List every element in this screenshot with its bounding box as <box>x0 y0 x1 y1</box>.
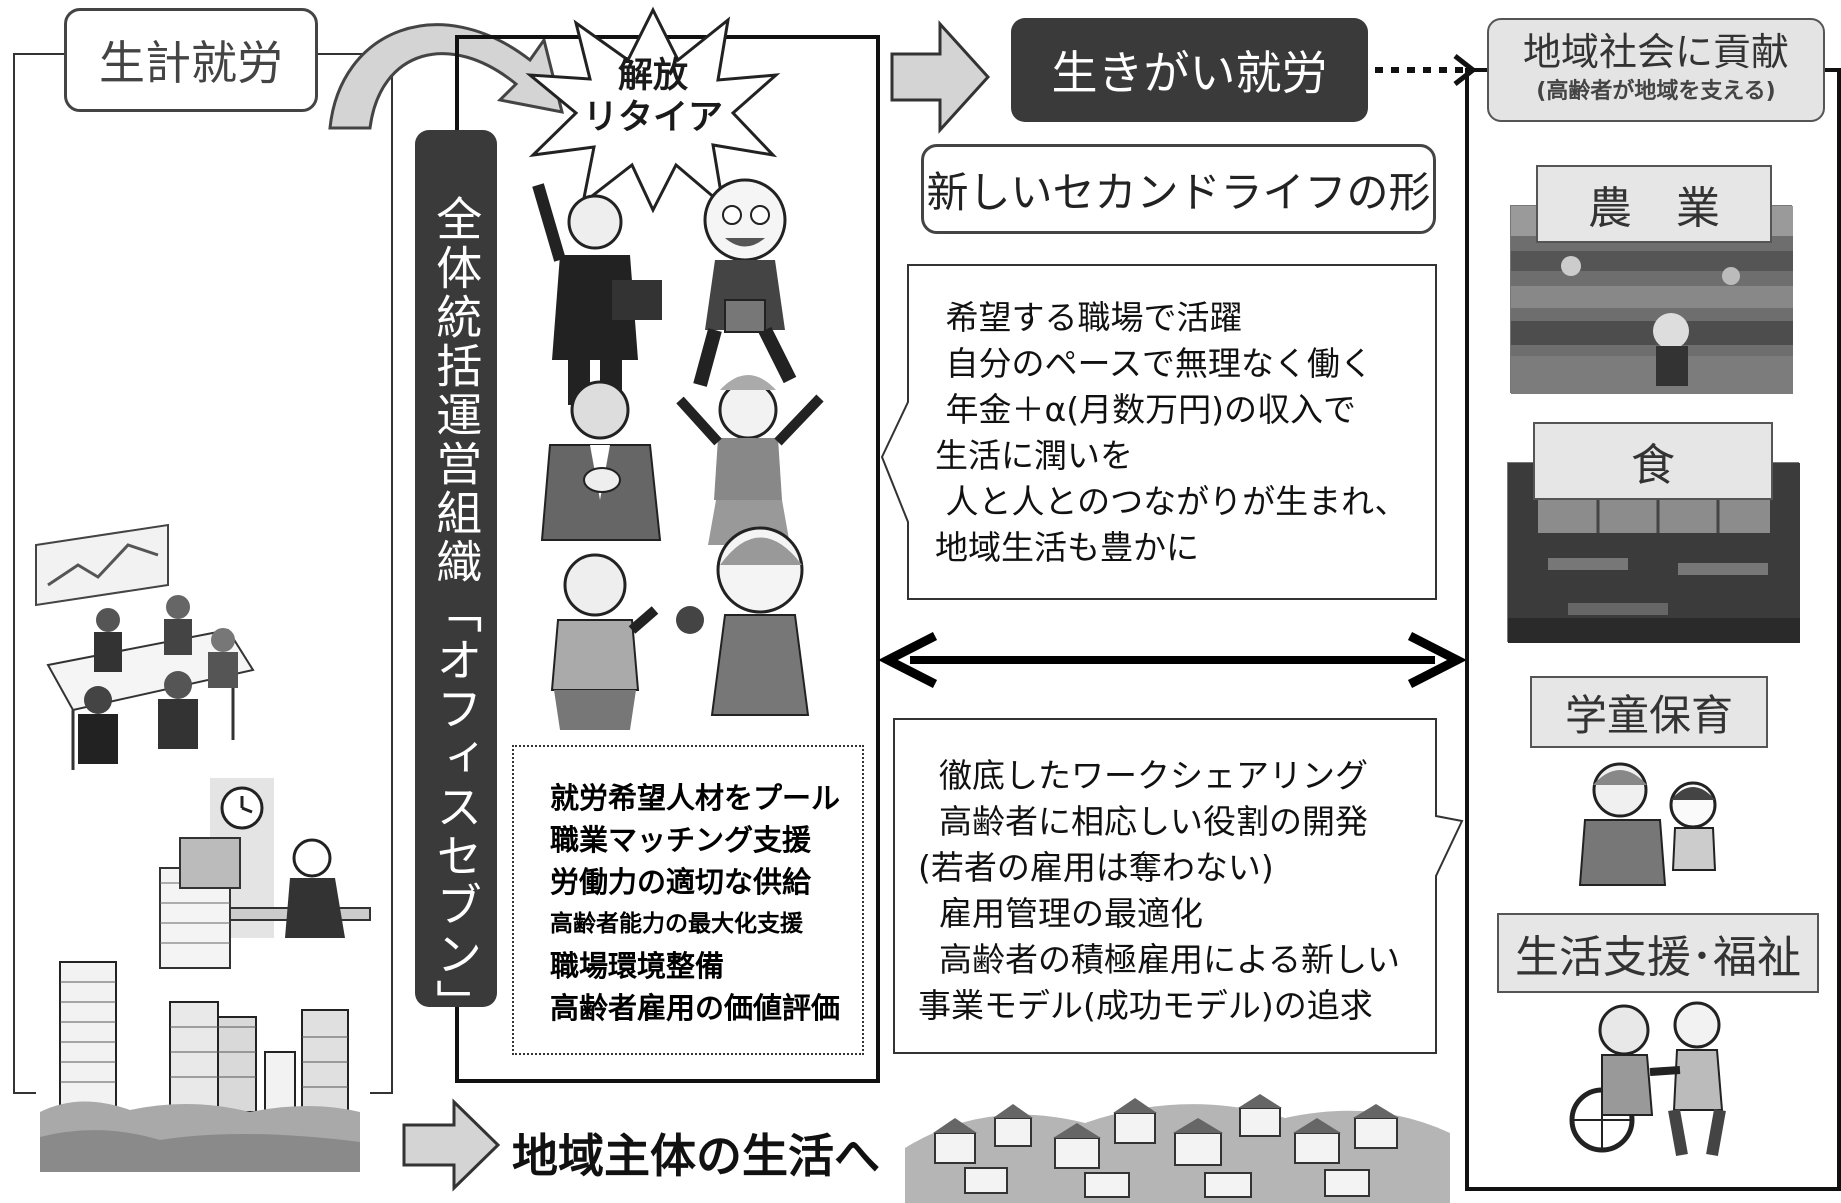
community-subtitle: (高齢者が地域を支える) <box>1536 79 1776 104</box>
waving-man-figure <box>532 183 662 405</box>
city-skyline-illustration <box>40 961 360 1172</box>
stressed-worker-illustration <box>159 778 371 969</box>
block-arrow-right <box>890 20 991 134</box>
town-illustration <box>905 1094 1450 1203</box>
function-item: 職場環境整備 <box>550 949 725 983</box>
thumbs-up-woman-figure <box>550 553 659 730</box>
new-second-life-label: 新しいセカンドライフの形 <box>921 144 1436 234</box>
cheerful-man-figure <box>693 178 797 387</box>
livelihood-work-label: 生計就労 <box>64 8 318 112</box>
function-item: 職業マッチング支援 <box>550 823 812 857</box>
community-title: 地域社会に貢献 <box>1522 30 1789 74</box>
flower-woman-figure <box>676 526 810 716</box>
double-arrow <box>878 631 1467 689</box>
block-arrow-bottom <box>402 1098 501 1192</box>
ikigai-work-label: 生きがい就労 <box>1011 18 1368 122</box>
after-school-care-label: 学童保育 <box>1530 676 1768 748</box>
org-label-text: 全体統括運営組織「オフィスセブン」 <box>429 195 484 1028</box>
benefits-text: 希望する職場で活躍 自分のペースで無理なく働く 年金＋α(月数万円)の収入で 生… <box>935 298 1408 567</box>
left-bracket-line <box>13 53 393 1094</box>
retire-starburst <box>525 6 781 214</box>
welfare-support-label: 生活支援･福祉 <box>1497 913 1819 993</box>
function-item: 労働力の適切な供給 <box>550 865 812 899</box>
burst-line-2: リタイア <box>582 98 723 138</box>
community-life-label: 地域主体の生活へ <box>512 1129 880 1183</box>
policy-text: 徹底したワークシェアリング 高齢者に相応しい役割の開発 (若者の雇用は奪わない)… <box>918 756 1400 1025</box>
elderly-people-illustrations <box>532 178 824 730</box>
agriculture-label: 農 業 <box>1536 165 1772 243</box>
benefits-callout-shape <box>880 264 1437 600</box>
function-item: 高齢者能力の最大化支援 <box>550 911 803 937</box>
policy-callout-shape <box>893 718 1464 1054</box>
function-list: 就労希望人材をプール 職業マッチング支援 労働力の適切な供給 高齢者能力の最大化… <box>512 745 864 1055</box>
clapping-man-figure <box>540 380 662 541</box>
function-item: 就労希望人材をプール <box>550 781 841 815</box>
starburst-text: 解放 リタイア <box>560 55 746 139</box>
function-item: 高齢者雇用の価値評価 <box>550 991 841 1025</box>
community-contribution-box: 地域社会に貢献 (高齢者が地域を支える) <box>1487 18 1825 122</box>
burst-line-1: 解放 <box>617 56 688 96</box>
office-seven-label: 全体統括運営組織「オフィスセブン」 <box>415 130 497 1028</box>
caregiver-illustration <box>1569 1001 1726 1157</box>
grandmother-child-illustration <box>1578 762 1717 886</box>
cheering-woman-figure <box>676 375 824 545</box>
food-label: 食 <box>1533 422 1773 500</box>
office-meeting-illustration <box>35 523 255 770</box>
